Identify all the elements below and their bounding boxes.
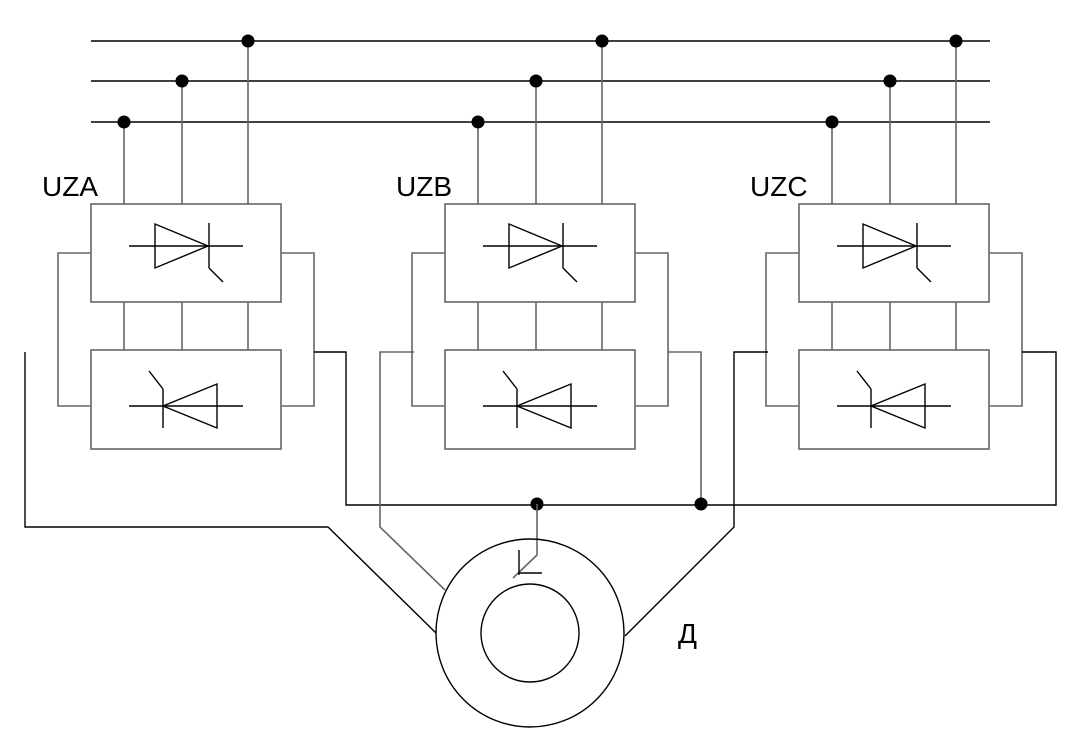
wire-common-return: [314, 351, 1057, 506]
inverter-block: [444, 349, 636, 450]
inverter-block: [798, 349, 990, 450]
thyristor-gate: [148, 370, 164, 390]
right-bracket-wire: [281, 252, 315, 407]
junction-dot: [949, 34, 963, 48]
thyristor-gate: [856, 370, 872, 390]
motor: Д: [435, 538, 697, 728]
rectifier-block: [798, 203, 990, 303]
inverter-block: [90, 349, 282, 450]
left-bracket-wire: [411, 252, 445, 407]
junction-dot: [117, 115, 131, 129]
junction-dot: [825, 115, 839, 129]
motor-stator: [435, 538, 625, 728]
thyristor-gate: [562, 267, 578, 283]
junction-dot: [883, 74, 897, 88]
converter-unit: UZC: [750, 34, 1023, 450]
thyristor-gate: [502, 370, 518, 390]
thyristor-gate: [916, 267, 932, 283]
left-bracket-wire: [57, 252, 91, 407]
junction-dot: [595, 34, 609, 48]
output-wiring: [24, 351, 1057, 637]
junction-dot: [529, 74, 543, 88]
wire-uzc-to-motor: [624, 351, 768, 637]
unit-label: UZA: [42, 171, 98, 202]
junction-dot: [241, 34, 255, 48]
unit-label: UZC: [750, 171, 808, 202]
rectifier-block: [444, 203, 636, 303]
converter-units: UZA UZB UZC: [42, 34, 1023, 450]
motor-rotor: [480, 583, 580, 683]
left-bracket-wire: [765, 252, 799, 407]
wire-uza-to-motor: [24, 352, 437, 634]
thyristor-icon: [862, 222, 918, 270]
junction-dot: [175, 74, 189, 88]
junction-dot: [471, 115, 485, 129]
thyristor-icon: [515, 382, 572, 430]
thyristor-icon: [869, 382, 926, 430]
wire-uzb-return: [668, 351, 702, 505]
thyristor-gate: [208, 267, 224, 283]
right-bracket-wire: [635, 252, 669, 407]
unit-label: UZB: [396, 171, 452, 202]
rectifier-block: [90, 203, 282, 303]
motor-label: Д: [678, 618, 697, 649]
converter-unit: UZA: [42, 34, 315, 450]
thyristor-icon: [161, 382, 218, 430]
wire-uzb-to-motor: [379, 351, 446, 591]
converter-unit: UZB: [396, 34, 669, 450]
right-bracket-wire: [989, 252, 1023, 407]
junction-dot: [694, 497, 708, 511]
thyristor-icon: [508, 222, 564, 270]
thyristor-icon: [154, 222, 210, 270]
wire-neutral: [512, 504, 538, 579]
